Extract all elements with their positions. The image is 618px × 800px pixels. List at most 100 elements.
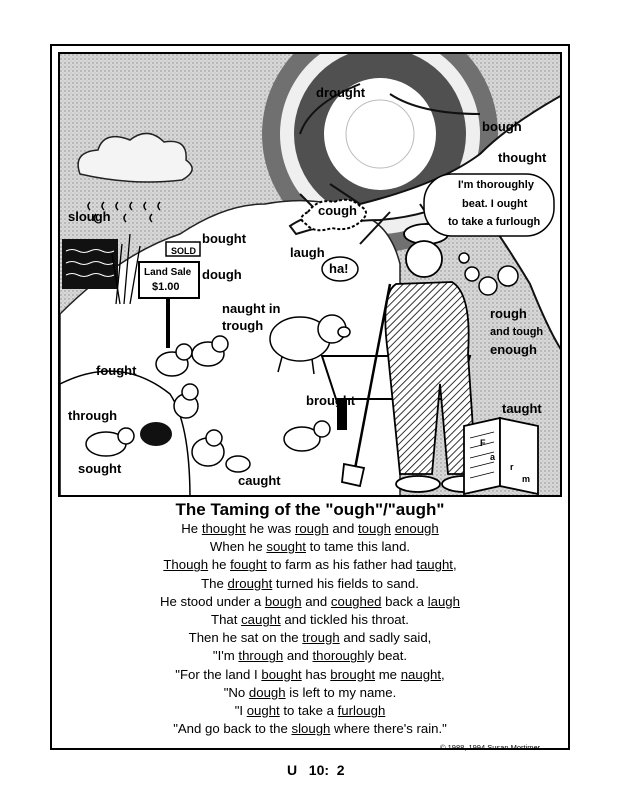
book-letter-r: r xyxy=(510,462,514,472)
underlined-word: thorough xyxy=(312,648,365,664)
book-letter-a: a xyxy=(490,452,496,462)
poem-text: to tame this land. xyxy=(305,539,411,555)
poem-text: The xyxy=(201,575,228,591)
poem-text: to take a xyxy=(279,703,338,719)
underlined-word: sought xyxy=(266,539,306,555)
poem-line: When he sought to tame this land. xyxy=(58,538,562,556)
bubble-line-1: I'm thoroughly xyxy=(458,179,534,191)
thought-bubbles xyxy=(423,173,555,296)
underlined-word: furlough xyxy=(337,703,386,719)
poem-text: me xyxy=(375,666,401,682)
illustration-artwork xyxy=(60,54,560,495)
underlined-word: tough xyxy=(358,521,392,536)
poem-lines: He thought he was rough and tough enough… xyxy=(58,520,562,738)
poem-text: He xyxy=(181,521,202,536)
cough-burst xyxy=(300,198,367,232)
poem-text: and xyxy=(328,521,359,536)
underlined-word: taught xyxy=(416,557,453,573)
poem-text: is left to my name. xyxy=(285,684,397,700)
poem-text: "I'm xyxy=(212,648,239,664)
poem-text: he xyxy=(208,557,231,573)
label-drought: drought xyxy=(316,85,366,100)
slough-water xyxy=(62,233,141,305)
label-fought: fought xyxy=(96,363,137,378)
label-enough: enough xyxy=(490,342,537,357)
underlined-word: coughed xyxy=(330,593,382,609)
bubble-line-3: to take a furlough xyxy=(448,216,541,228)
page-number: U 10: 2 xyxy=(287,762,345,778)
sign-sold: SOLD xyxy=(171,246,197,256)
puppies xyxy=(85,335,331,473)
underlined-word: caught xyxy=(241,612,281,628)
underlined-word: bought xyxy=(261,666,302,682)
book-icon xyxy=(463,416,539,495)
label-dough: dough xyxy=(202,267,242,282)
poem-text: "No xyxy=(223,684,249,700)
poem-text: and tickled his throat. xyxy=(280,612,409,628)
poem-line: "For the land I bought has brought me na… xyxy=(58,666,562,684)
label-bough: bough xyxy=(482,119,522,134)
poem-line: Then he sat on the trough and sadly said… xyxy=(58,629,562,647)
poem-text: ly beat. xyxy=(364,648,408,664)
poem-text: and xyxy=(301,593,331,609)
sign-land-sale: Land Sale xyxy=(144,267,192,278)
poem-line: He thought he was rough and tough enough xyxy=(58,520,562,538)
poem-text: back a xyxy=(381,593,428,609)
underlined-word: laugh xyxy=(427,593,460,609)
poem-title: The Taming of the "ough"/"augh" xyxy=(175,500,445,519)
label-sought: sought xyxy=(78,461,122,476)
page-border xyxy=(50,44,570,750)
underlined-word: dough xyxy=(248,684,286,700)
poem-line: He stood under a bough and coughed back … xyxy=(58,593,562,611)
copyright: © 1988, 1994 Susan Mortimer xyxy=(440,743,541,752)
sign-price: $1.00 xyxy=(152,281,180,293)
label-bought: bought xyxy=(202,231,247,246)
book-letter-f: F xyxy=(480,438,486,448)
farmer xyxy=(341,223,487,493)
poem-line: That caught and tickled his throat. xyxy=(58,611,562,629)
poem-text: to farm as his father had xyxy=(266,557,417,573)
poem-line: "And go back to the slough where there's… xyxy=(58,720,562,738)
label-thought: thought xyxy=(498,150,547,165)
underlined-word: naught xyxy=(400,666,442,682)
poem-text: he was xyxy=(245,521,295,536)
poem-text: "For the land I xyxy=(175,666,262,682)
poem: The Taming of the "ough"/"augh" He thoug… xyxy=(58,500,562,738)
poem-text: Then he sat on the xyxy=(188,630,303,646)
label-brought: brought xyxy=(306,393,356,408)
poem-text: When he xyxy=(209,539,267,555)
underlined-word: slough xyxy=(291,721,331,737)
label-rough: rough xyxy=(490,306,527,321)
label-slough: slough xyxy=(68,209,111,224)
underlined-word: thought xyxy=(201,521,246,536)
poem-line: Though he fought to farm as his father h… xyxy=(58,556,562,574)
label-laugh: laugh xyxy=(290,245,325,260)
poem-text: and sadly said, xyxy=(339,630,432,646)
label-and-tough: and tough xyxy=(490,326,544,338)
poem-text: That xyxy=(211,612,242,628)
label-cough: cough xyxy=(318,203,357,218)
underlined-word: fought xyxy=(230,557,267,573)
poem-text: turned his fields to sand. xyxy=(272,575,419,591)
land-sale-sign xyxy=(138,241,201,348)
underlined-word: drought xyxy=(227,575,273,591)
underlined-word: brought xyxy=(330,666,376,682)
poem-text: He stood under a xyxy=(160,593,265,609)
underlined-word: through xyxy=(238,648,284,664)
underlined-word: enough xyxy=(394,521,439,536)
poem-line: "I'm through and thoroughly beat. xyxy=(58,647,562,665)
label-through: through xyxy=(68,408,118,423)
pig xyxy=(269,314,351,375)
illustration-panel: drought bough thought slough cough I'm t… xyxy=(58,52,562,497)
underlined-word: ought xyxy=(246,703,280,719)
underlined-word: trough xyxy=(302,630,340,646)
poem-text: , xyxy=(441,666,445,682)
label-trough: trough xyxy=(222,318,264,333)
label-naught-in: naught in xyxy=(222,301,281,316)
poem-text: "And go back to the xyxy=(173,721,292,737)
poem-line: "No dough is left to my name. xyxy=(58,684,562,702)
label-taught: taught xyxy=(502,401,542,416)
underlined-word: rough xyxy=(294,521,329,536)
poem-text: and xyxy=(283,648,313,664)
ha-bubble xyxy=(321,256,359,282)
